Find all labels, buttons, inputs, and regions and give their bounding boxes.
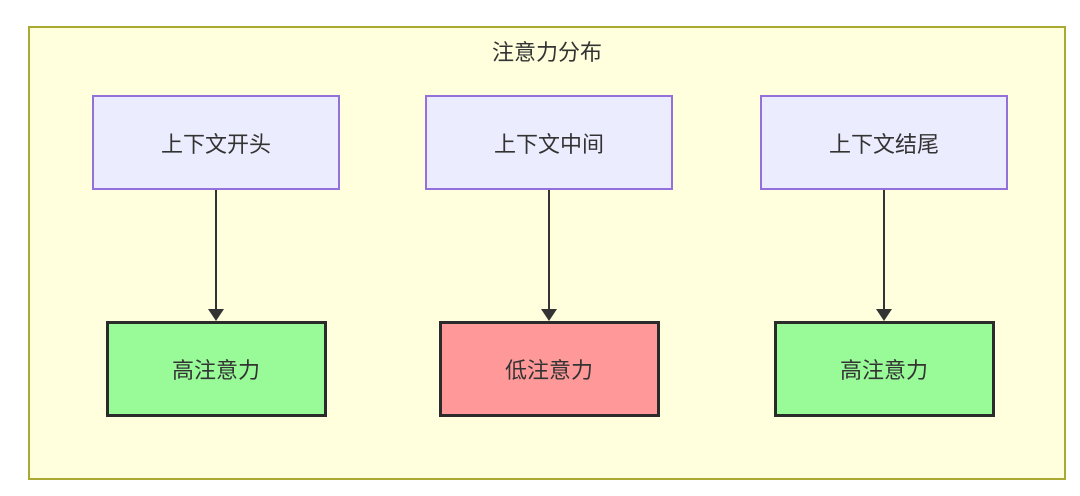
diagram-title: 注意力分布 <box>491 40 602 65</box>
node-context-start: 上下文开头 <box>92 95 340 190</box>
node-attention-result-start: 高注意力 <box>105 321 327 417</box>
flow-column-context-start: 上下文开头 高注意力 <box>92 95 340 417</box>
arrow-down-icon <box>541 309 557 321</box>
flow-arrow-line <box>883 190 885 309</box>
flow-column-context-end: 上下文结尾 高注意力 <box>760 95 1008 417</box>
arrow-down-icon <box>208 309 224 321</box>
node-attention-result-end: 高注意力 <box>773 321 995 417</box>
attention-distribution-diagram: 注意力分布 上下文开头 高注意力 上下文中间 低注意力 上下文结尾 高注意力 <box>28 26 1066 480</box>
node-context-middle: 上下文中间 <box>425 95 673 190</box>
node-attention-result-middle: 低注意力 <box>438 321 660 417</box>
arrow-down-icon <box>876 309 892 321</box>
node-context-end: 上下文结尾 <box>760 95 1008 190</box>
flow-arrow-line <box>548 190 550 309</box>
flow-arrow-line <box>215 190 217 309</box>
flow-column-context-middle: 上下文中间 低注意力 <box>425 95 673 417</box>
